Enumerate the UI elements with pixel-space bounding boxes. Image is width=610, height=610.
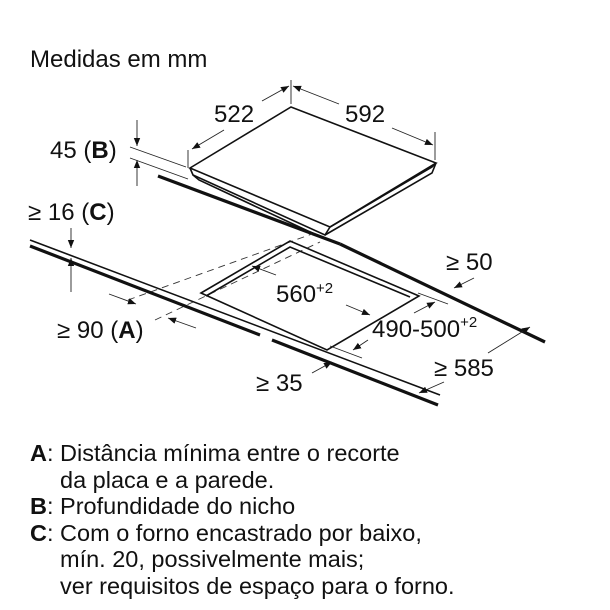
legend-key: C <box>30 519 47 546</box>
cutout-width-dimension: 560+2 <box>251 265 371 316</box>
worktop-depth-label: ≥ 585 <box>434 355 494 382</box>
legend-text: Com o forno encastrado por baixo, <box>60 519 422 546</box>
legend-colon: : <box>46 519 61 546</box>
cutout-width-label: 560+2 <box>276 280 333 308</box>
worktop-rear-edge-upper <box>157 174 341 246</box>
legend-item-a: A: Distância mínima entre o recorte <box>30 440 455 467</box>
legend-text: Profundidade do nicho <box>60 493 296 519</box>
legend-text-continued: da placa e a parede. <box>60 466 275 493</box>
cutout-depth-dimension: 490-500+2 <box>329 292 477 359</box>
front-clearance-label: ≥ 35 <box>256 370 303 397</box>
wall-distance-label: ≥ 90 (A) <box>57 317 144 344</box>
worktop-thickness-dimension: ≥ 16 (C) <box>28 199 115 292</box>
wall-distance-dimension: ≥ 90 (A) <box>57 293 197 344</box>
worktop-thickness-label: ≥ 16 (C) <box>28 199 115 226</box>
legend: A: Distância mínima entre o recorte da p… <box>30 440 455 599</box>
hob-depth-dimension: 522 <box>187 80 292 168</box>
legend-text-continued: ver requisitos de espaço para o forno. <box>60 572 455 599</box>
legend-text-continued: mín. 20, possivelmente mais; <box>60 546 365 572</box>
worktop-rear-edge <box>339 242 546 344</box>
legend-key: A <box>30 440 47 466</box>
niche-depth-dimension: 45 (B) <box>50 120 189 186</box>
hob-width-label: 592 <box>345 101 385 128</box>
hob-appliance <box>188 106 438 239</box>
legend-item-b: B: Profundidade do nicho <box>30 493 455 520</box>
worktop-depth-dimension: ≥ 585 <box>418 326 531 394</box>
cutout-depth-label: 490-500+2 <box>372 314 477 343</box>
legend-colon: : <box>46 493 61 519</box>
hob-depth-label: 522 <box>214 101 254 128</box>
installation-diagram: Medidas em mm 522 592 45 (B) <box>28 46 546 407</box>
legend-text: Distância mínima entre o recorte <box>60 440 400 466</box>
rear-clearance-label: ≥ 50 <box>446 249 493 276</box>
wall-projection-line <box>127 233 313 301</box>
hob-width-dimension: 592 <box>292 85 436 160</box>
legend-item-c: C: Com o forno encastrado por baixo, <box>30 520 455 547</box>
wall-projection-line <box>154 241 321 321</box>
page-title: Medidas em mm <box>30 46 207 73</box>
legend-key: B <box>30 493 47 519</box>
worktop-cutout <box>199 240 421 351</box>
rear-clearance-dimension: ≥ 50 <box>446 249 493 289</box>
front-clearance-dimension: ≥ 35 <box>256 361 333 397</box>
legend-colon: : <box>46 440 61 466</box>
niche-depth-label: 45 (B) <box>50 137 117 164</box>
